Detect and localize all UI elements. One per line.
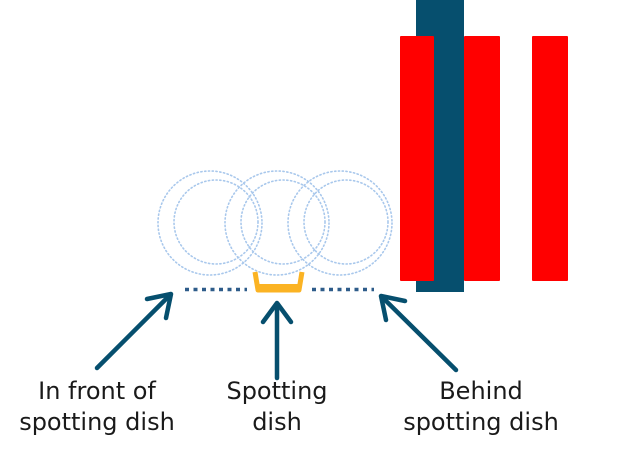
light-rings — [157, 170, 393, 276]
ring-dish-inner — [240, 179, 326, 265]
label-dish-line1: Spotting — [226, 377, 328, 405]
ring-front-inner — [173, 179, 259, 265]
red-bar-right — [532, 36, 568, 281]
label-front-line1: In front of — [38, 377, 156, 405]
red-bar-middle — [464, 36, 500, 281]
label-in-front-of-dish: In front of spotting dish — [2, 376, 192, 438]
ring-behind-outer — [287, 170, 393, 276]
label-behind-dish: Behind spotting dish — [386, 376, 576, 438]
spotting-dish-base — [257, 284, 300, 292]
red-bar-left — [400, 36, 434, 281]
label-behind-line1: Behind — [439, 377, 523, 405]
label-behind-line2: spotting dish — [403, 408, 559, 436]
label-dish-line2: dish — [252, 408, 302, 436]
ring-dish-outer — [224, 170, 330, 276]
label-spotting-dish: Spotting dish — [207, 376, 347, 438]
arrow-up-icon — [260, 300, 294, 381]
label-front-line2: spotting dish — [19, 408, 175, 436]
ring-front-outer — [157, 170, 263, 276]
ring-behind-inner — [303, 179, 389, 265]
arrow-up-right-icon — [94, 291, 174, 371]
arrow-up-left-icon — [378, 293, 459, 373]
